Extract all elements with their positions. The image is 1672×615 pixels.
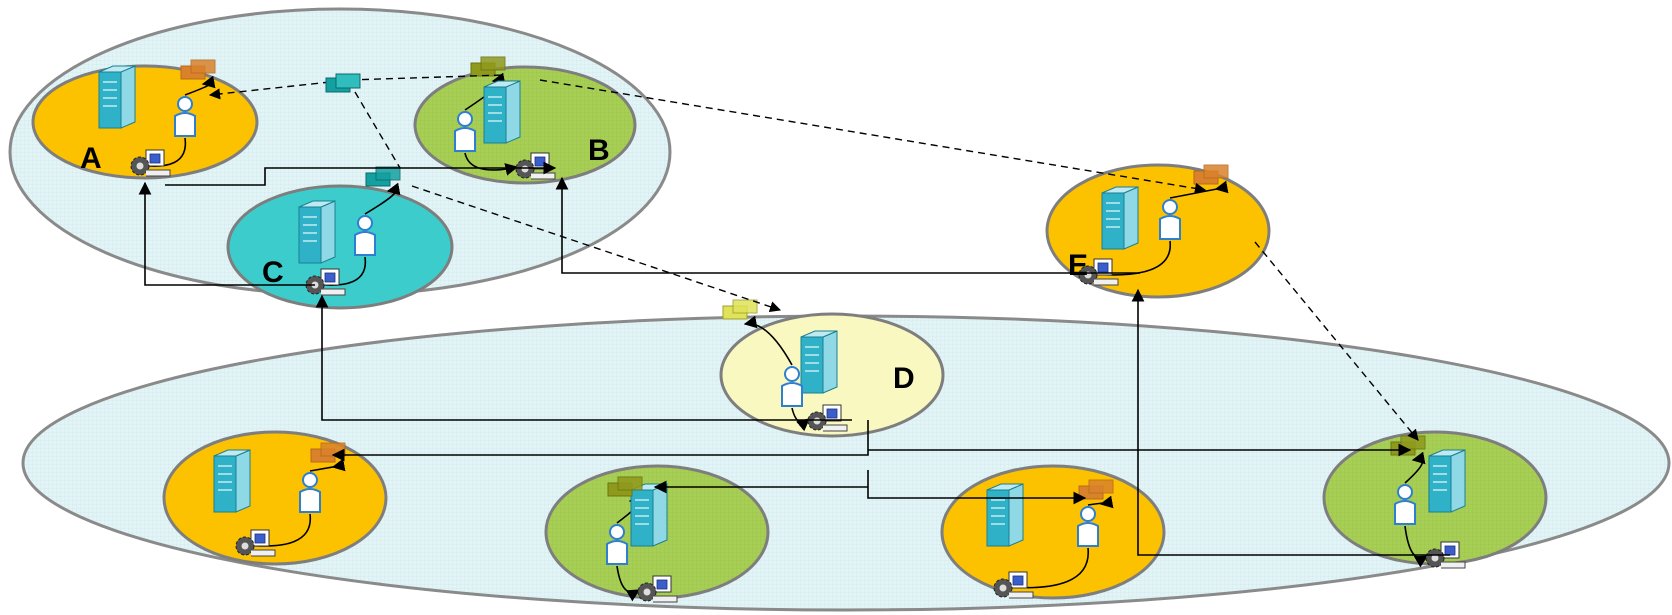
- gear-icon: [807, 404, 848, 432]
- server-icon: [98, 65, 136, 129]
- node-l4: [1322, 430, 1548, 569]
- node-circle: [413, 65, 637, 185]
- relay-envelope-icon: [325, 73, 361, 93]
- link-a-to-b: [165, 161, 557, 186]
- user-icon: [1077, 506, 1099, 547]
- link-d-to-l1: [331, 420, 869, 462]
- envelope-icon: [607, 476, 643, 497]
- node-circle: [226, 184, 454, 310]
- user-icon: [174, 96, 196, 137]
- node-l1: [162, 430, 388, 566]
- gear-icon: [637, 575, 678, 603]
- envelope-icon: [722, 299, 758, 320]
- node-circle: [31, 64, 259, 180]
- gear-icon: [1078, 258, 1119, 286]
- dashed-link-relay-c: [354, 91, 401, 169]
- user-to-gear-arrow: [616, 565, 641, 602]
- server-icon: [1428, 449, 1466, 513]
- user-icon: [606, 524, 628, 565]
- envelope-icon: [365, 166, 401, 187]
- node-d: [719, 299, 945, 438]
- dashed-links: [208, 74, 1419, 441]
- server-icon: [800, 330, 838, 394]
- gear-icon: [515, 152, 556, 180]
- node-label-d: D: [893, 362, 915, 395]
- user-to-envelope-arrow: [1404, 451, 1426, 484]
- gear-icon: [993, 571, 1034, 599]
- server-icon: [630, 483, 668, 547]
- server-icon: [483, 80, 521, 144]
- node-label-b: B: [588, 134, 610, 167]
- user-to-envelope-arrow: [743, 315, 793, 366]
- node-label-c: C: [262, 256, 284, 289]
- dashed-link-relay-b: [349, 74, 503, 81]
- node-l2: [544, 464, 770, 603]
- link-d-to-c: [315, 294, 852, 421]
- user-to-envelope-arrow: [1169, 180, 1229, 199]
- dashed-link-b-e: [539, 79, 1207, 194]
- connections-layer: [138, 74, 1450, 556]
- node-label-e: E: [1068, 249, 1088, 282]
- dashed-link-e-l4: [1254, 241, 1419, 441]
- dashed-link-relay-a: [208, 81, 331, 100]
- node-a: [31, 59, 259, 180]
- user-icon: [1159, 199, 1181, 240]
- gear-icon: [235, 529, 276, 557]
- node-circle: [940, 464, 1166, 600]
- server-icon: [213, 449, 251, 513]
- link-e-to-b: [555, 176, 1140, 274]
- node-circle: [162, 430, 388, 566]
- server-icon: [986, 483, 1024, 547]
- gear-icon: [130, 149, 171, 177]
- user-to-envelope-arrow: [309, 458, 346, 472]
- node-c: [226, 166, 454, 310]
- user-icon: [781, 366, 803, 407]
- link-d-to-l3: [867, 470, 1087, 505]
- user-icon: [299, 472, 321, 513]
- link-l4-to-e: [1131, 288, 1450, 556]
- node-l3: [940, 464, 1166, 600]
- link-c-to-a: [138, 181, 315, 286]
- user-icon: [1394, 484, 1416, 525]
- nodes-layer: [31, 56, 1548, 603]
- user-to-envelope-arrow: [1087, 495, 1114, 509]
- envelope-icon: [470, 56, 506, 77]
- node-label-a: A: [80, 142, 102, 175]
- user-to-envelope-arrow: [364, 182, 401, 215]
- envelope-icon: [180, 59, 216, 80]
- dashed-link-c-d: [411, 185, 782, 313]
- user-icon: [454, 111, 476, 152]
- user-to-gear-arrow: [1404, 525, 1429, 568]
- server-icon: [1101, 186, 1139, 250]
- labels-layer: A B C D E: [80, 134, 1088, 395]
- user-to-envelope-arrow: [184, 75, 216, 96]
- server-icon: [298, 200, 336, 264]
- user-icon: [354, 215, 376, 256]
- gear-icon: [1425, 541, 1466, 569]
- node-e: [1045, 163, 1271, 299]
